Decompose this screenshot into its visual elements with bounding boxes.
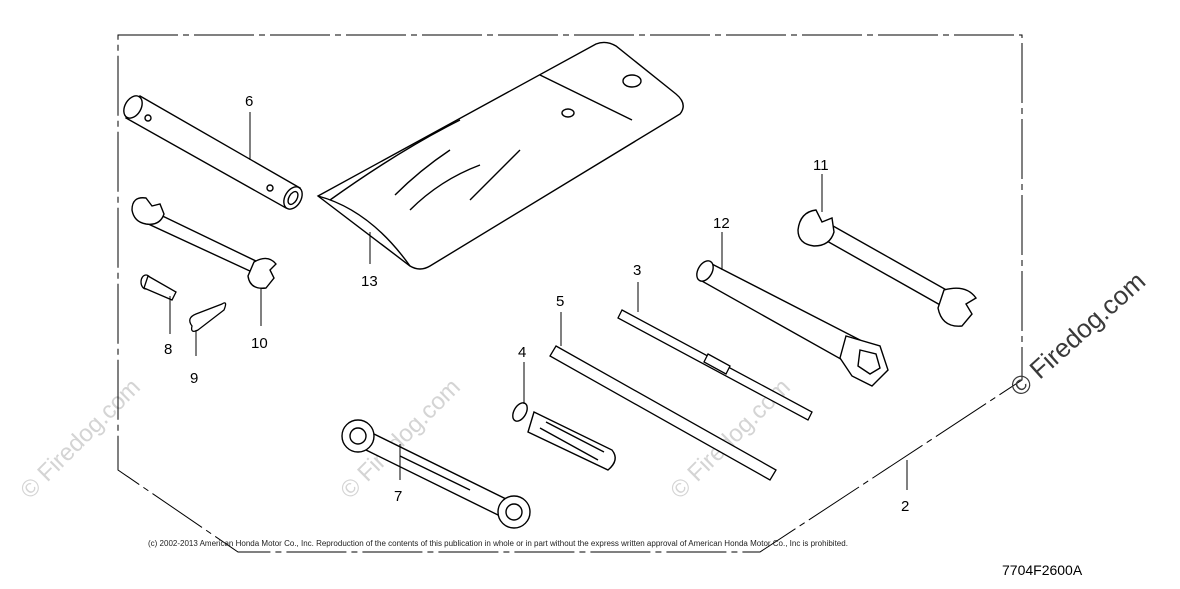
watermarks: © Firedog.com © Firedog.com © Firedog.co… — [15, 374, 796, 505]
socket-tube — [123, 95, 303, 210]
open-end-wrench-large — [797, 209, 978, 327]
callout-2: 2 — [901, 498, 909, 515]
callout-11: 11 — [813, 157, 829, 174]
part-code: 7704F2600A — [1002, 562, 1083, 578]
tool-bag — [316, 41, 684, 270]
leader-lines — [169, 112, 908, 490]
screwdriver-handle — [512, 402, 616, 471]
open-end-wrench-small — [131, 197, 277, 289]
callout-13: 13 — [361, 273, 378, 290]
callout-6: 6 — [245, 93, 253, 110]
copyright-notice: (c) 2002-2013 American Honda Motor Co., … — [148, 539, 848, 548]
clip — [189, 302, 227, 332]
screwdriver-shaft — [617, 309, 813, 421]
callout-numbers: 2 3 4 5 6 7 8 9 10 11 12 13 — [164, 93, 909, 515]
frame-outline — [117, 34, 1023, 553]
callout-3: 3 — [633, 262, 641, 279]
callout-5: 5 — [556, 293, 564, 310]
callout-8: 8 — [164, 341, 172, 358]
box-spanner — [696, 260, 889, 387]
extension-rod — [549, 345, 777, 481]
callout-9: 9 — [190, 370, 198, 387]
callout-4: 4 — [518, 344, 526, 361]
callout-10: 10 — [251, 335, 268, 352]
ring-wrench — [341, 419, 531, 529]
callout-12: 12 — [713, 215, 730, 232]
callout-7: 7 — [394, 488, 402, 505]
pin — [140, 274, 177, 301]
watermark-1: © Firedog.com — [15, 374, 146, 505]
